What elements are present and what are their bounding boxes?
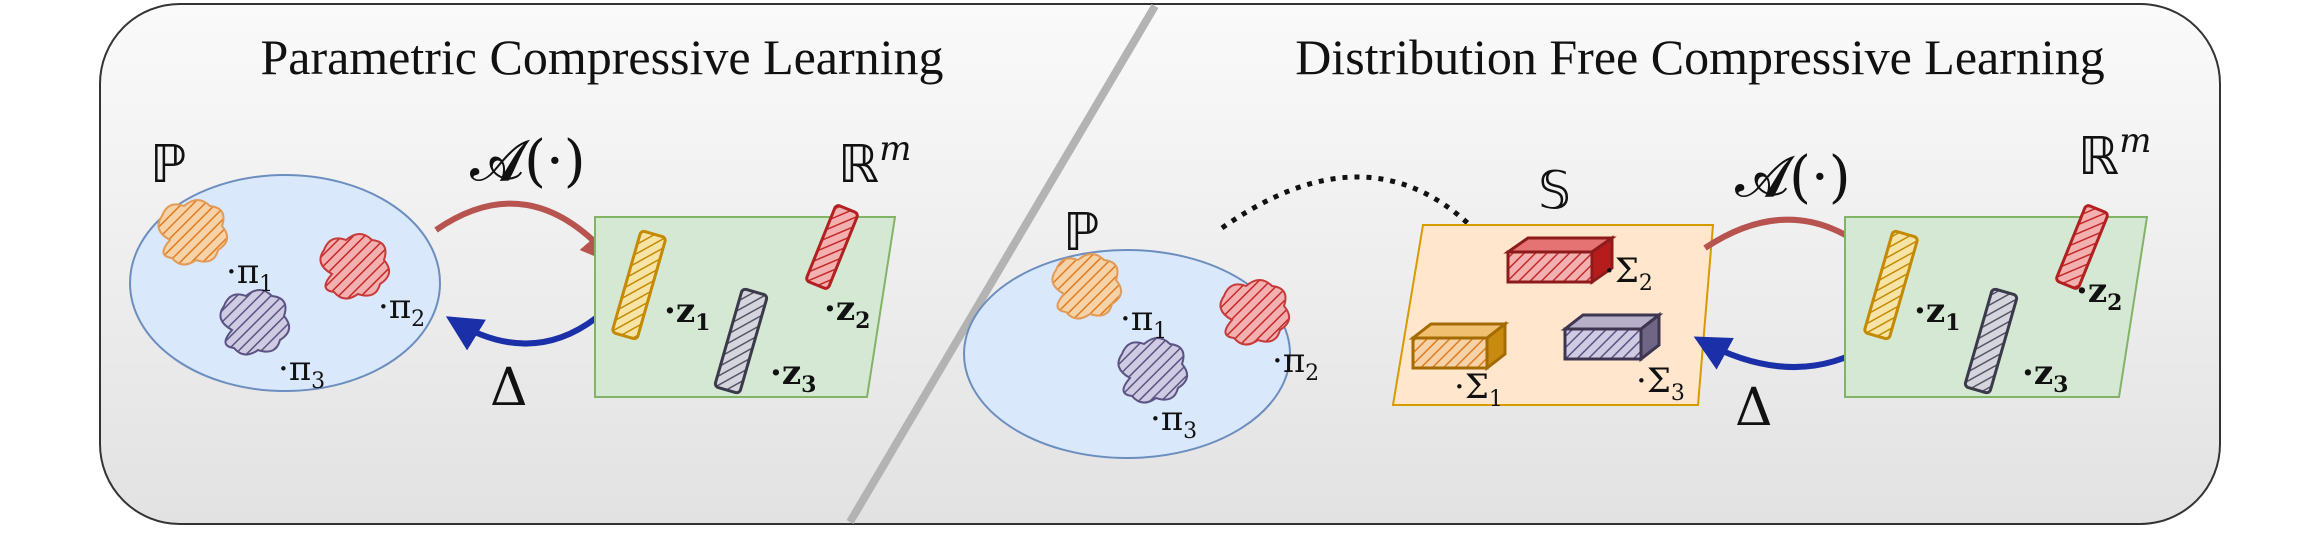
sketching-operator-label: 𝓐(·): [1735, 145, 1851, 210]
sketch-bar: [611, 229, 667, 341]
measurement-space-label: ℝm: [838, 129, 911, 195]
left-panel-title: Parametric Compressive Learning: [260, 29, 943, 85]
sketching-operator-label: 𝓐(·): [470, 129, 586, 194]
distribution-label: ·π1: [1120, 299, 1167, 344]
sketch-bar: [2055, 204, 2109, 290]
distribution-blob: [219, 289, 291, 356]
right-panel: Distribution Free Compressive Learning ℙ…: [963, 29, 2151, 459]
distribution-blob: [1051, 253, 1123, 320]
summary-space-label: 𝕊: [1538, 161, 1571, 221]
summary-label: ·Σ3: [1636, 361, 1685, 406]
decoder-label: Δ: [1735, 378, 1773, 438]
sketch-bar: [1863, 229, 1919, 341]
sketching-operator-arrow: [434, 200, 617, 266]
distribution-space-label: ℙ: [150, 135, 186, 195]
summary-box: [1503, 235, 1617, 285]
right-panel-title: Distribution Free Compressive Learning: [1295, 29, 2105, 85]
measurement-space-label: ℝm: [2078, 121, 2151, 187]
summary-box: [1408, 320, 1510, 372]
left-panel: Parametric Compressive Learning ℙ ·π1 ·π…: [129, 29, 944, 418]
decoder-arrow: [445, 315, 598, 351]
summary-label: ·Σ2: [1604, 251, 1653, 296]
sketch-bar: [805, 204, 859, 290]
summary-box: [1560, 311, 1664, 363]
distribution-space-label: ℙ: [1063, 203, 1099, 263]
sketch-bar: [1963, 287, 2019, 395]
panel-divider: [846, 3, 1159, 525]
distribution-label: ·π3: [278, 349, 325, 394]
distribution-blob: [1117, 337, 1189, 404]
sketch-label: ·z1: [664, 291, 710, 336]
distribution-blob: [319, 233, 391, 300]
distribution-blob: [157, 199, 229, 266]
decoder-label: Δ: [490, 358, 528, 418]
sketch-label: ·z1: [1914, 291, 1960, 336]
sketch-bar: [713, 287, 769, 395]
distribution-blob: [1219, 279, 1291, 346]
